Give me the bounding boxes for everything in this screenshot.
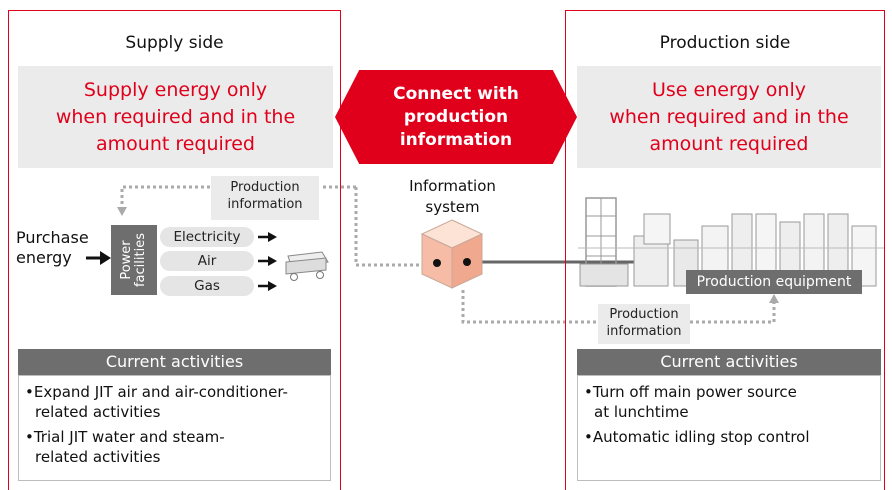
output-gas: Gas xyxy=(160,276,254,296)
output-air: Air xyxy=(160,251,254,271)
connect-text: Connect with production information xyxy=(393,83,519,150)
supply-goal-box: Supply energy only when required and in … xyxy=(18,66,333,168)
production-side-panel: Production side xyxy=(565,10,885,490)
supply-side-panel: Supply side xyxy=(8,10,341,490)
cart-icon xyxy=(285,251,329,281)
purchase-energy-label: Purchase energy xyxy=(16,228,89,267)
information-system-label: Information system xyxy=(409,177,496,216)
production-activity-item: •Turn off main power source at lunchtime xyxy=(584,383,797,421)
power-facilities-label: Power facilities xyxy=(119,233,148,288)
supply-activities-heading: Current activities xyxy=(18,349,331,375)
production-side-title: Production side xyxy=(659,33,791,53)
production-activities-list: •Turn off main power source at lunchtime… xyxy=(577,375,881,481)
connect-hexagon: Connect with production information xyxy=(335,70,577,164)
output-arrows-icon xyxy=(258,232,277,291)
production-equipment-label: Production equipment xyxy=(686,270,862,294)
production-activity-item: •Automatic idling stop control xyxy=(584,428,810,446)
supply-activity-item: •Trial JIT water and steam- related acti… xyxy=(25,428,225,466)
production-equipment-icon xyxy=(578,197,884,287)
production-goal-box: Use energy only when required and in the… xyxy=(577,66,881,168)
information-system-cube-icon xyxy=(420,219,484,289)
production-goal-text: Use energy only when required and in the… xyxy=(609,78,849,155)
production-info-label: Production information xyxy=(598,304,690,344)
output-electricity: Electricity xyxy=(160,227,254,247)
purchase-arrow-icon xyxy=(86,251,111,265)
production-activities-heading: Current activities xyxy=(577,349,881,375)
power-facilities-box: Power facilities xyxy=(111,225,157,295)
supply-activity-item: •Expand JIT air and air-conditioner- rel… xyxy=(25,383,288,421)
supply-side-title: Supply side xyxy=(125,33,224,53)
supply-production-info-label: Production information xyxy=(211,176,319,220)
supply-goal-text: Supply energy only when required and in … xyxy=(55,78,296,155)
supply-activities-list: •Expand JIT air and air-conditioner- rel… xyxy=(18,375,331,481)
